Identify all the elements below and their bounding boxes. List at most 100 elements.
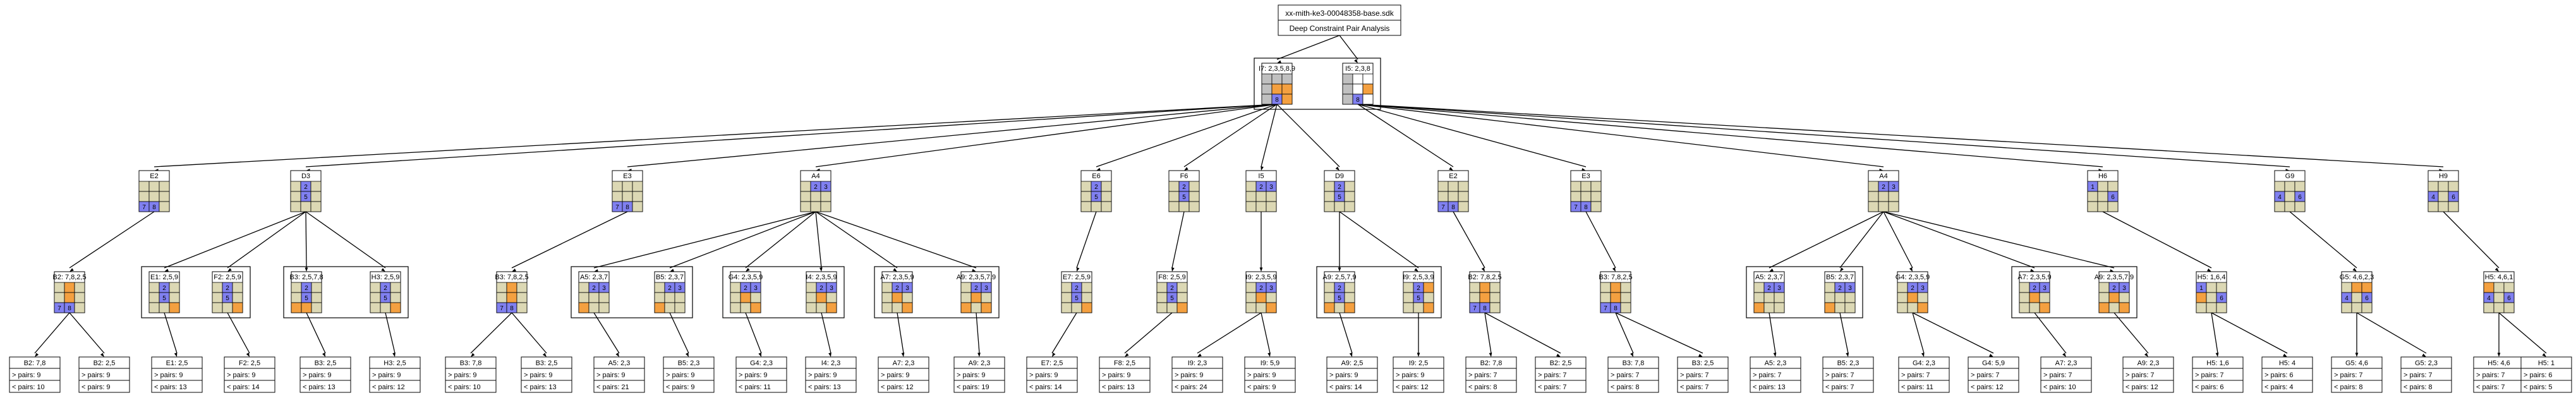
grid-cell [1423, 302, 1434, 313]
node-label: F2: 2,5,9 [214, 274, 241, 281]
arrowhead-L3_17-L4_20 [1417, 353, 1420, 357]
cell-number: 8 [68, 305, 71, 312]
grid-cell [1188, 181, 1200, 192]
leaf-pairs-line: > pairs: 9 [372, 372, 401, 379]
leaf-label: G4: 5,9 [1982, 360, 2005, 367]
grid-cell [820, 191, 831, 202]
grid-cell [232, 302, 243, 313]
grid-cell [1188, 201, 1200, 212]
cell-number: 2 [305, 285, 308, 292]
grid-cell [2196, 302, 2207, 313]
edge-L2_5-L3_13 [1076, 211, 1097, 269]
leaf-pairs-line: < pairs: 12 [372, 384, 405, 391]
grid-cell [2216, 282, 2227, 293]
edge-L2_8-L3_17 [1339, 211, 1419, 269]
leaf-pairs-line: < pairs: 13 [1102, 384, 1135, 391]
leaf-label: H5: 1 [2538, 360, 2555, 367]
cell-number: 8 [1614, 305, 1618, 312]
leaf-node-L4_16: F8: 2,5> pairs: 9< pairs: 13 [1099, 356, 1151, 393]
node-label: F8: 2,5,9 [1158, 274, 1185, 281]
node-label: H6 [2098, 172, 2107, 180]
grid-cell [1362, 73, 1374, 85]
grid-cell [2019, 282, 2030, 293]
leaf-pairs-line: > pairs: 7 [1753, 372, 1782, 379]
cell-number: 2 [592, 285, 596, 292]
grid-cell [1081, 302, 1092, 313]
leaf-pairs-line: > pairs: 9 [596, 372, 626, 379]
node-label: I4: 2,3,5,9 [806, 274, 837, 281]
grid-cell [806, 302, 817, 313]
grid-cell [1080, 181, 1092, 192]
arrowhead-root1-L2_8 [1335, 166, 1339, 171]
grid-cell [2107, 201, 2119, 212]
arrowhead-L2_2-L3_3 [227, 268, 232, 272]
node-label: F6 [1180, 172, 1188, 180]
grid-cell [370, 282, 381, 293]
leaf-pairs-line: < pairs: 19 [957, 384, 989, 391]
grid-cell [1469, 292, 1480, 303]
grid-cell [1423, 292, 1434, 303]
leaf-node-L4_12: I4: 2,3> pairs: 9< pairs: 13 [805, 356, 857, 393]
cell-number: 1 [2199, 285, 2203, 292]
grid-cell [1266, 201, 1277, 212]
grid-cell [632, 201, 643, 212]
cell-number: 3 [1269, 184, 1273, 191]
cell-number: 3 [1777, 285, 1781, 292]
grid-cell [1101, 181, 1112, 192]
grid-cell [578, 302, 590, 313]
node-label: I9: 2,3,5,9 [1246, 274, 1277, 281]
grid-cell [2098, 302, 2110, 313]
leaf-node-L4_24: B3: 2,5> pairs: 7< pairs: 7 [1677, 356, 1729, 393]
edge-L2_4-L3_10 [815, 211, 822, 269]
leaf-node-L4_26: B5: 2,3> pairs: 7< pairs: 7 [1822, 356, 1874, 393]
grid-cell [578, 282, 590, 293]
leaf-pairs-line: < pairs: 7 [1538, 384, 1567, 391]
grid-cell [1590, 191, 1602, 202]
edge-L3_5-L4_6 [385, 312, 396, 354]
node-label: A7: 2,3,5,9 [2017, 274, 2051, 281]
edge-L2_2-L3_3 [227, 211, 306, 269]
grid-cell [2216, 302, 2227, 313]
grid-cell [2361, 282, 2373, 293]
title-line-1: xx-mith-ke3-00048358-base.sdk [1285, 9, 1394, 18]
node-clusters [141, 57, 2138, 318]
grid-cell [632, 191, 643, 202]
grid-cell [806, 292, 817, 303]
grid-cell [2274, 201, 2285, 212]
grid-cell [2341, 302, 2352, 313]
cell-number: 3 [678, 285, 682, 292]
grid-cell [1774, 292, 1785, 303]
grid-cell [1448, 191, 1459, 202]
grid-cell [148, 191, 160, 202]
arrowhead-L3_23-L4_29 [2062, 353, 2066, 357]
leaf-label: H5: 1,6 [2206, 360, 2228, 367]
node-label: G9 [2285, 172, 2295, 180]
grid-node-root1: I7: 2,3,5,8,98 [1259, 63, 1295, 105]
grid-cell [816, 292, 827, 303]
grid-cell [2087, 201, 2098, 212]
leaf-pairs-line: < pairs: 13 [154, 384, 187, 391]
node-label: D9 [1335, 172, 1344, 180]
arrowhead-L2_13-L3_26 [2352, 267, 2357, 272]
grid-cell [730, 292, 741, 303]
node-label: B3: 2,5,7,8 [289, 274, 323, 281]
leaf-node-L4_22: B2: 2,5> pairs: 7< pairs: 7 [1535, 356, 1587, 393]
grid-cell [1101, 191, 1112, 202]
grid-node-L3_4: B3: 2,5,7,825 [289, 271, 324, 313]
grid-cell [1176, 302, 1188, 313]
cell-number: 2 [814, 184, 818, 191]
cell-number: 3 [824, 184, 828, 191]
grid-cell [311, 302, 322, 313]
grid-cell [1352, 83, 1364, 95]
edge-L3_9-L4_11 [745, 312, 762, 354]
cluster-5 [722, 266, 845, 318]
grid-cell [2493, 302, 2505, 313]
leaf-label: A9: 2,3 [969, 360, 991, 367]
grid-cell [740, 292, 751, 303]
node-label: E7: 2,5,9 [1063, 274, 1091, 281]
grid-cell [291, 302, 302, 313]
